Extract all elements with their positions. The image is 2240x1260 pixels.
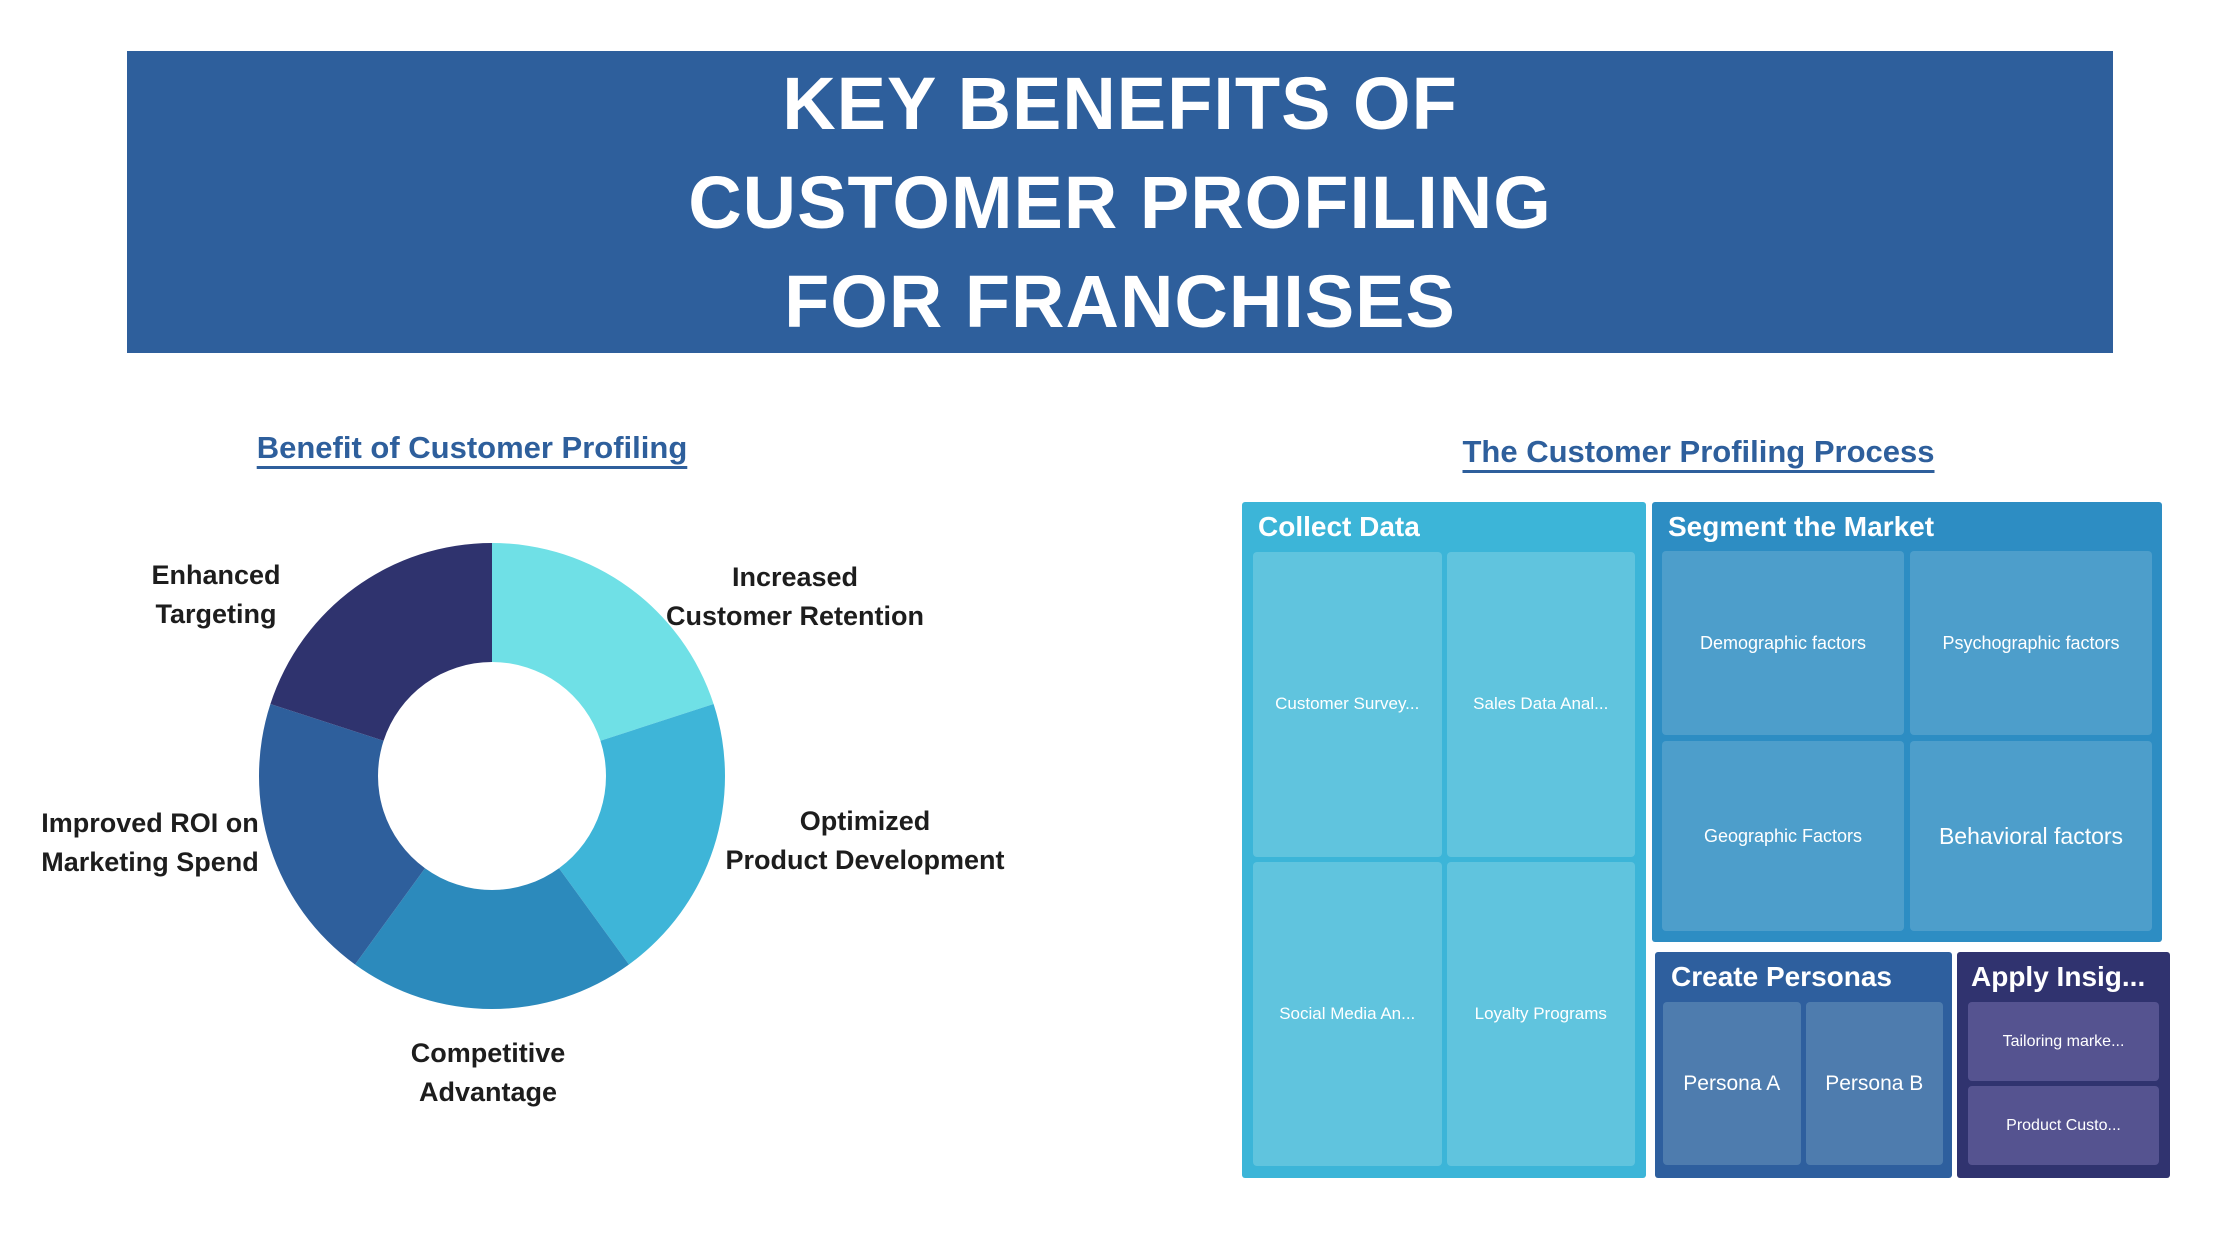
cell-label: Geographic Factors bbox=[1703, 825, 1863, 846]
label-line-1: Increased bbox=[731, 562, 859, 592]
cell-label: Social Media An... bbox=[1279, 1003, 1416, 1023]
label-line-1: Improved ROI on bbox=[41, 808, 259, 838]
create-personas-cells: Persona A Persona B bbox=[1663, 1002, 1943, 1165]
donut-slice-1 bbox=[559, 703, 725, 965]
treemap-cell-demographic-factors: Demographic factors bbox=[1662, 551, 1904, 735]
donut-slice-0 bbox=[492, 543, 714, 741]
treemap-section-create-personas: Create Personas Persona A Persona B bbox=[1655, 952, 1952, 1178]
cell-label: Persona B bbox=[1825, 1071, 1924, 1095]
title-banner: KEY BENEFITS OF CUSTOMER PROFILING FOR F… bbox=[127, 51, 2113, 353]
treemap-cell-customer-surveys: Customer Survey... bbox=[1253, 552, 1442, 857]
donut-label-improved-roi-marketing-spend: Improved ROI on Marketing Spend bbox=[41, 804, 259, 882]
treemap-cell-social-media-analytics: Social Media An... bbox=[1253, 861, 1442, 1166]
label-line-1: Competitive bbox=[410, 1038, 566, 1068]
treemap-cell-persona-b: Persona B bbox=[1805, 1002, 1943, 1165]
section-title-segment-the-market: Segment the Market bbox=[1668, 511, 1935, 542]
label-line-1: Optimized bbox=[799, 806, 931, 836]
label-line-1: Enhanced bbox=[151, 560, 281, 590]
apply-insights-cells: Tailoring marke... Product Custo... bbox=[1968, 1002, 2159, 1165]
donut-chart bbox=[259, 543, 725, 1009]
label-line-2: Customer Retention bbox=[665, 601, 925, 631]
cell-label: Demographic factors bbox=[1699, 632, 1867, 653]
treemap-section-apply-insights: Apply Insig... Tailoring marke... Produc… bbox=[1957, 952, 2170, 1178]
label-line-2: Targeting bbox=[155, 599, 277, 629]
donut-label-optimized-product-development: Optimized Product Development bbox=[725, 802, 1004, 880]
donut-slice-3 bbox=[259, 703, 425, 965]
donut-label-competitive-advantage: Competitive Advantage bbox=[411, 1034, 566, 1112]
main-title-line-2: CUSTOMER PROFILING bbox=[688, 160, 1552, 244]
cell-label: Loyalty Programs bbox=[1474, 1003, 1607, 1023]
main-title-line-3: FOR FRANCHISES bbox=[784, 259, 1456, 343]
process-heading: The Customer Profiling Process bbox=[1462, 434, 1935, 469]
section-title-create-personas: Create Personas bbox=[1671, 961, 1893, 992]
treemap-section-collect-data: Collect Data Customer Survey... Sales Da… bbox=[1242, 502, 1646, 1178]
cell-label: Sales Data Anal... bbox=[1473, 694, 1609, 714]
donut-label-enhanced-targeting: Enhanced Targeting bbox=[151, 556, 280, 634]
collect-data-cells: Customer Survey... Sales Data Anal... So… bbox=[1253, 552, 1635, 1166]
treemap-cell-sales-data-analysis: Sales Data Anal... bbox=[1446, 552, 1635, 857]
section-title-apply-insights: Apply Insig... bbox=[1971, 961, 2146, 992]
cell-label: Customer Survey... bbox=[1275, 694, 1420, 714]
label-line-2: Product Development bbox=[725, 845, 1005, 875]
benefit-chart-heading: Benefit of Customer Profiling bbox=[256, 430, 688, 465]
cell-label: Product Custo... bbox=[2006, 1116, 2121, 1134]
treemap-cell-tailoring-marketing: Tailoring marke... bbox=[1968, 1002, 2159, 1081]
treemap-section-segment-the-market: Segment the Market Demographic factors P… bbox=[1652, 502, 2162, 942]
donut-slice-4 bbox=[270, 543, 492, 741]
treemap-cell-behavioral-factors: Behavioral factors bbox=[1910, 741, 2152, 931]
section-title-collect-data: Collect Data bbox=[1258, 511, 1420, 542]
label-line-2: Marketing Spend bbox=[41, 847, 259, 877]
cell-label: Behavioral factors bbox=[1938, 822, 2124, 849]
treemap-cell-geographic-factors: Geographic Factors bbox=[1662, 741, 1904, 931]
donut-slice-2 bbox=[355, 868, 629, 1009]
donut-label-increased-customer-retention: Increased Customer Retention bbox=[666, 558, 924, 636]
cell-label: Tailoring marke... bbox=[2002, 1032, 2125, 1050]
treemap-cell-psychographic-factors: Psychographic factors bbox=[1910, 551, 2152, 735]
cell-label: Psychographic factors bbox=[1942, 632, 2120, 653]
treemap-cell-persona-a: Persona A bbox=[1663, 1002, 1801, 1165]
segment-market-cells: Demographic factors Psychographic factor… bbox=[1662, 551, 2152, 931]
treemap-cell-loyalty-programs: Loyalty Programs bbox=[1446, 861, 1635, 1166]
main-title-line-1: KEY BENEFITS OF bbox=[782, 61, 1458, 145]
treemap-cell-product-customization: Product Custo... bbox=[1968, 1086, 2159, 1165]
label-line-2: Advantage bbox=[418, 1077, 558, 1107]
cell-label: Persona A bbox=[1683, 1071, 1781, 1095]
